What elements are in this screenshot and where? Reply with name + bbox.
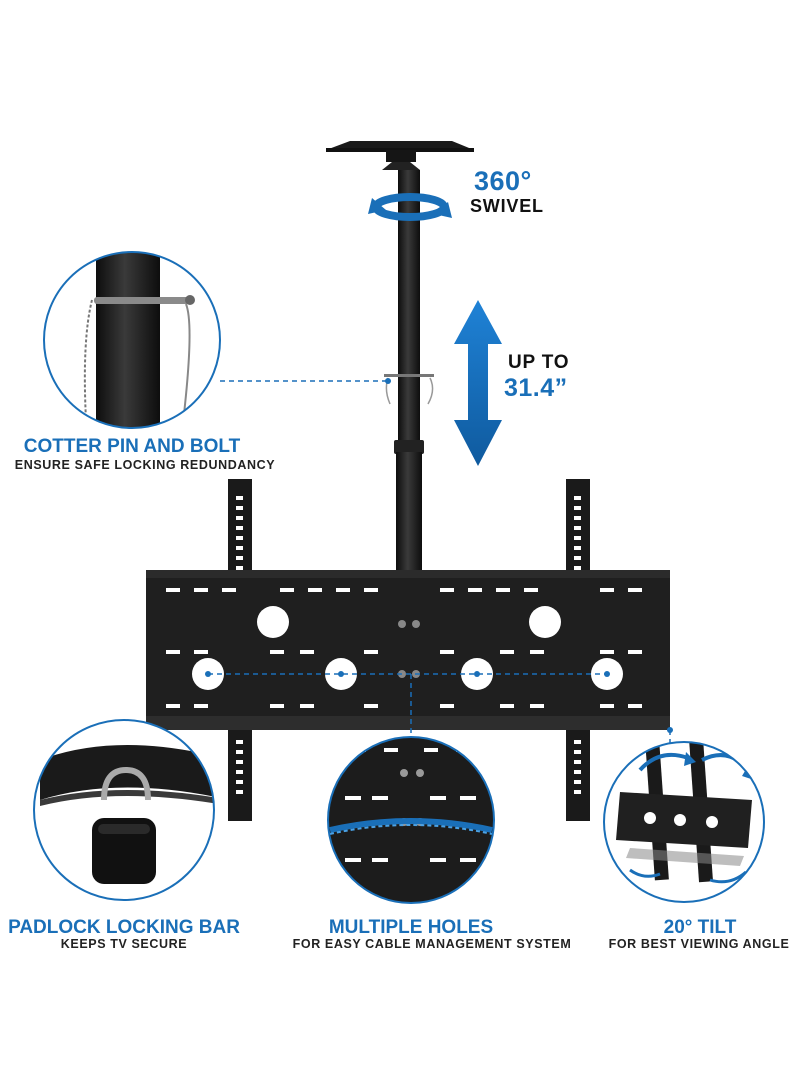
feature-subtitle-holes: FOR EASY CABLE MANAGEMENT SYSTEM	[292, 937, 572, 951]
cotter-pin-detail-circle	[43, 251, 221, 429]
padlock-detail-circle	[33, 719, 215, 901]
feature-subtitle-padlock: KEEPS TV SECURE	[60, 937, 188, 951]
feature-title-holes: MULTIPLE HOLES	[328, 917, 494, 938]
feature-subtitle-tilt: FOR BEST VIEWING ANGLE	[608, 937, 790, 951]
mounting-plate	[146, 570, 670, 730]
ceiling-plate	[326, 141, 474, 170]
extension-line1: UP TO	[508, 352, 570, 373]
tilt-detail-circle	[603, 741, 765, 903]
upper-pole	[398, 170, 420, 442]
feature-title-cotter-pin: COTTER PIN AND BOLT	[23, 436, 241, 457]
swivel-degree: 360°	[474, 166, 532, 196]
swivel-arrow-icon	[368, 193, 452, 221]
feature-title-padlock: PADLOCK LOCKING BAR	[8, 917, 240, 938]
extension-length: 31.4”	[504, 374, 568, 402]
height-adjust-arrow-icon	[454, 300, 502, 466]
multiple-holes-detail-circle	[327, 736, 495, 904]
swivel-label: SWIVEL	[470, 196, 544, 216]
pole-collar	[394, 440, 424, 454]
lower-pole	[396, 452, 422, 572]
feature-title-tilt: 20° TILT	[663, 917, 737, 938]
feature-subtitle-cotter-pin: ENSURE SAFE LOCKING REDUNDANCY	[14, 458, 276, 472]
